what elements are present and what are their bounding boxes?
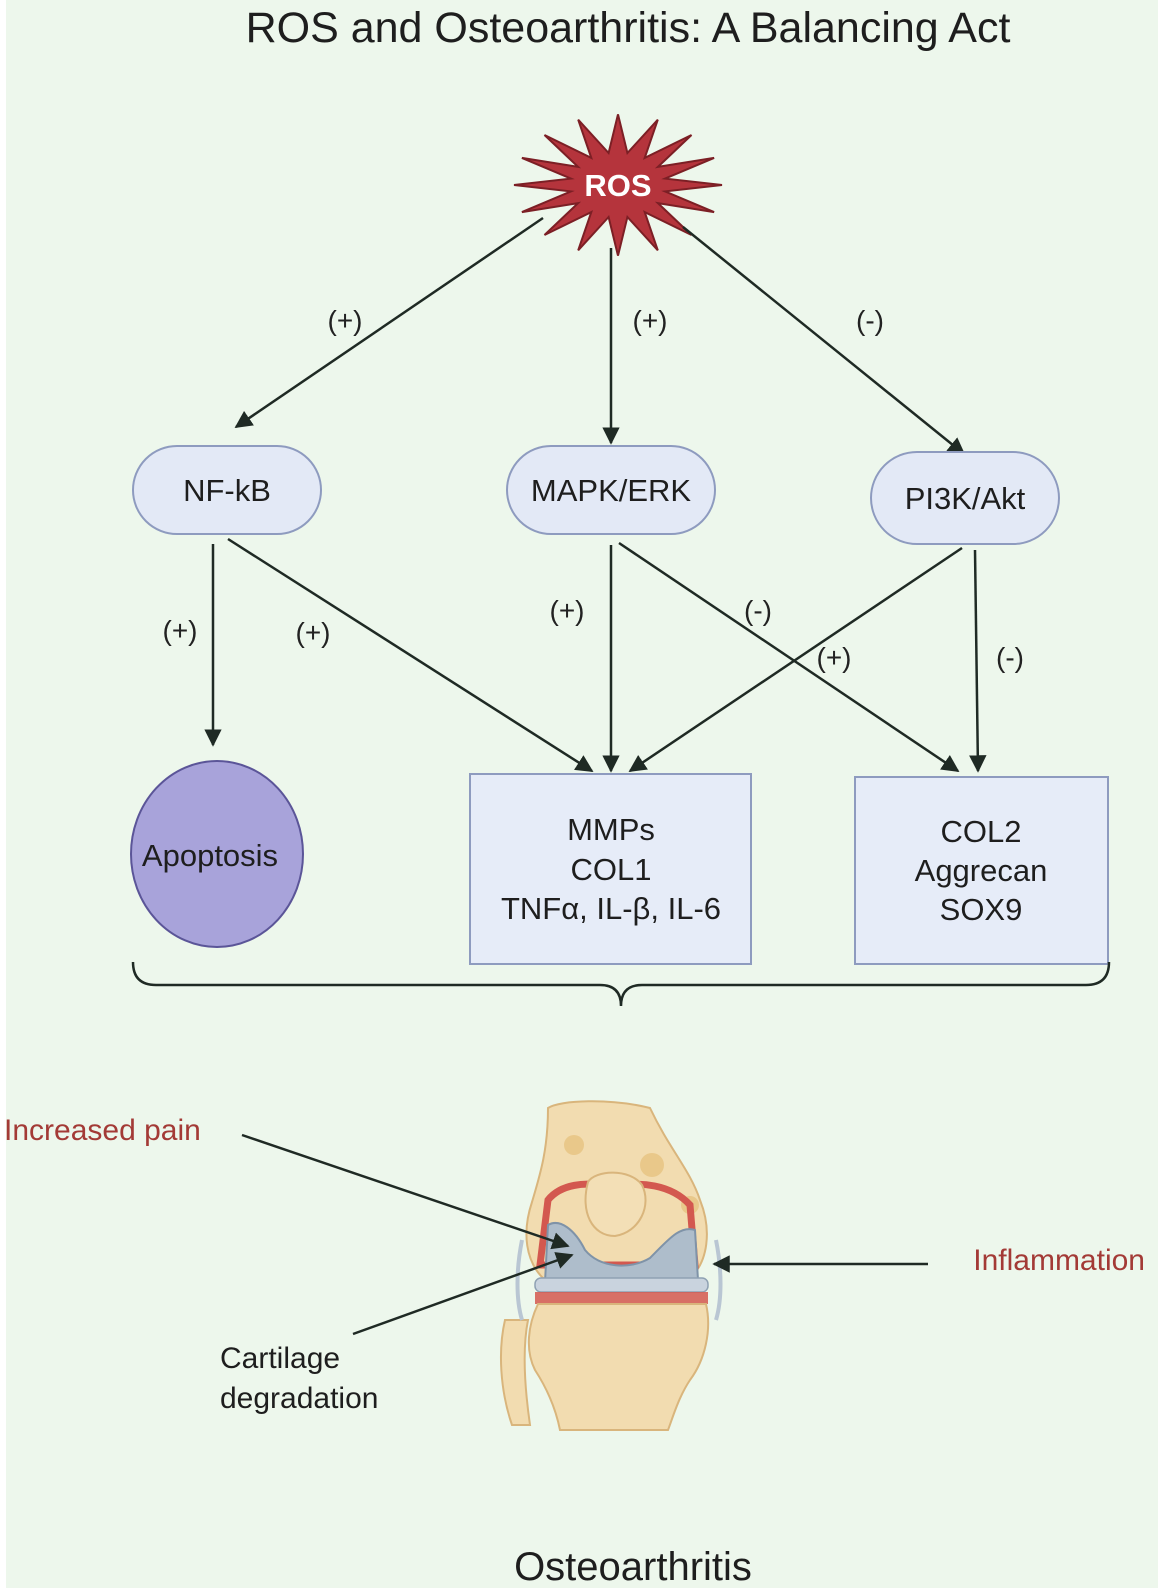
apoptosis-circle — [130, 760, 304, 948]
pathway-node-pi3k: PI3K/Akt — [870, 451, 1060, 545]
mapk-pill — [506, 445, 716, 535]
sign-ros-nfkb: (+) — [328, 305, 363, 336]
pi3k-label: PI3K/Akt — [905, 481, 1026, 516]
catabolic-box — [469, 773, 752, 965]
sign-ros-mapk: (+) — [633, 305, 668, 336]
catabolic-line-2: COL1 — [571, 852, 652, 887]
label-increased-pain: Increased pain — [4, 1114, 201, 1147]
outcome-apoptosis: Apoptosis — [130, 760, 304, 948]
ros-node: ROS — [513, 114, 723, 256]
label-inflammation: Inflammation — [973, 1244, 1145, 1277]
arrow-pi3k-to-col2 — [969, 549, 987, 773]
ros-star-icon — [513, 114, 723, 256]
arrow-ros-to-pi3k — [682, 226, 966, 456]
pathway-edges: (+) (+) (+) (-) (+) (-) — [163, 537, 1024, 773]
fibula-bone — [499, 1319, 532, 1426]
arrow-ros-to-nfkb — [234, 216, 544, 429]
outcome-anabolic-box: COL2 Aggrecan SOX9 — [854, 776, 1109, 965]
sign-nfkb-apoptosis: (+) — [163, 615, 198, 646]
arrow-cartilage — [352, 1252, 574, 1336]
footer-title: Osteoarthritis — [514, 1545, 752, 1588]
grouping-brace — [131, 961, 1111, 1007]
label-cartilage-line-1: Cartilage — [220, 1342, 340, 1375]
sign-mapk-mmps: (+) — [550, 595, 585, 626]
pathway-node-mapk: MAPK/ERK — [506, 445, 716, 535]
arrow-pain — [241, 1133, 570, 1250]
apoptosis-label: Apoptosis — [142, 838, 278, 873]
tibia-inflammation — [535, 1292, 708, 1304]
nfkb-pill — [132, 445, 322, 535]
bone-spur-2 — [640, 1153, 664, 1177]
sign-mapk-col2: (-) — [744, 595, 772, 626]
nfkb-label: NF-kB — [183, 473, 271, 508]
ros-edges: (+) (+) (-) — [234, 216, 966, 456]
meniscus-band — [534, 1277, 709, 1293]
sign-ros-pi3k: (-) — [856, 305, 884, 336]
arrow-mapk-to-col2 — [618, 541, 960, 773]
outcome-catabolic-box: MMPs COL1 TNFα, IL-β, IL-6 — [469, 773, 752, 965]
arrow-nfkb-to-mmps — [227, 537, 594, 773]
knee-annotations: Increased pain Inflammation Cartilage de… — [4, 1114, 1145, 1415]
degraded-cartilage — [543, 1222, 700, 1284]
mapk-label: MAPK/ERK — [531, 473, 692, 508]
anabolic-line-2: Aggrecan — [915, 853, 1048, 888]
arrow-pi3k-to-mmps — [628, 546, 963, 773]
sign-pi3k-mmps: (+) — [817, 642, 852, 673]
diagram-title: ROS and Osteoarthritis: A Balancing Act — [246, 4, 1011, 52]
joint-capsule — [515, 1239, 723, 1321]
tibia-bone — [527, 1303, 710, 1431]
sign-nfkb-mmps: (+) — [296, 617, 331, 648]
knee-joint-illustration — [499, 1100, 723, 1431]
catabolic-line-3: TNFα, IL-β, IL-6 — [501, 891, 721, 926]
pathway-node-nfkb: NF-kB — [132, 445, 322, 535]
pi3k-pill — [870, 451, 1060, 545]
catabolic-line-1: MMPs — [567, 812, 655, 847]
anabolic-line-3: SOX9 — [940, 892, 1023, 927]
ros-label: ROS — [584, 168, 651, 203]
bone-spur-1 — [564, 1135, 584, 1155]
patella — [584, 1171, 647, 1238]
anabolic-box — [854, 776, 1109, 965]
sign-pi3k-col2: (-) — [996, 642, 1024, 673]
anabolic-line-1: COL2 — [941, 814, 1022, 849]
label-cartilage-line-2: degradation — [220, 1382, 378, 1415]
